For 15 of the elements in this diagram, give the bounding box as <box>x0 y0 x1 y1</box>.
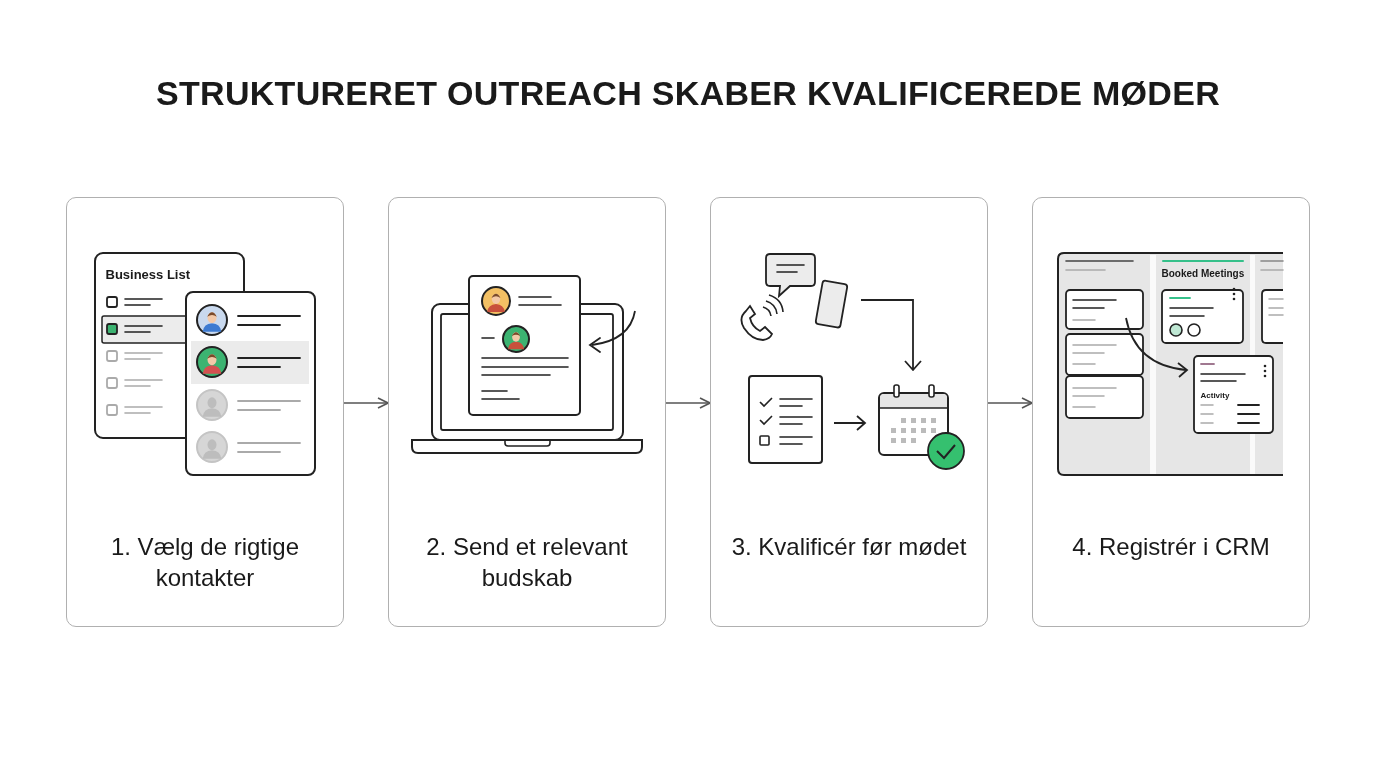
card-heading: Activity <box>1200 390 1230 400</box>
diagram-title: STRUKTURERET OUTREACH SKABER KVALIFICEREDE MØDER <box>155 74 1221 113</box>
step-caption: 3. Kvalificér før mødet <box>730 532 968 562</box>
step-card <box>710 197 988 627</box>
arrow <box>343 397 389 409</box>
step-card <box>66 197 344 627</box>
arrow <box>665 397 711 409</box>
step-caption: 4. Registrér i CRM <box>1071 532 1271 562</box>
step-card <box>388 197 666 627</box>
list-heading: Business List <box>105 266 191 282</box>
column-heading: Booked Meetings <box>1161 267 1245 279</box>
step-card <box>1032 197 1310 627</box>
step-caption: 1. Vælg de rigtige kontakter <box>109 532 301 593</box>
step-caption: 2. Send et relevant budskab <box>425 532 629 593</box>
arrow <box>987 397 1033 409</box>
